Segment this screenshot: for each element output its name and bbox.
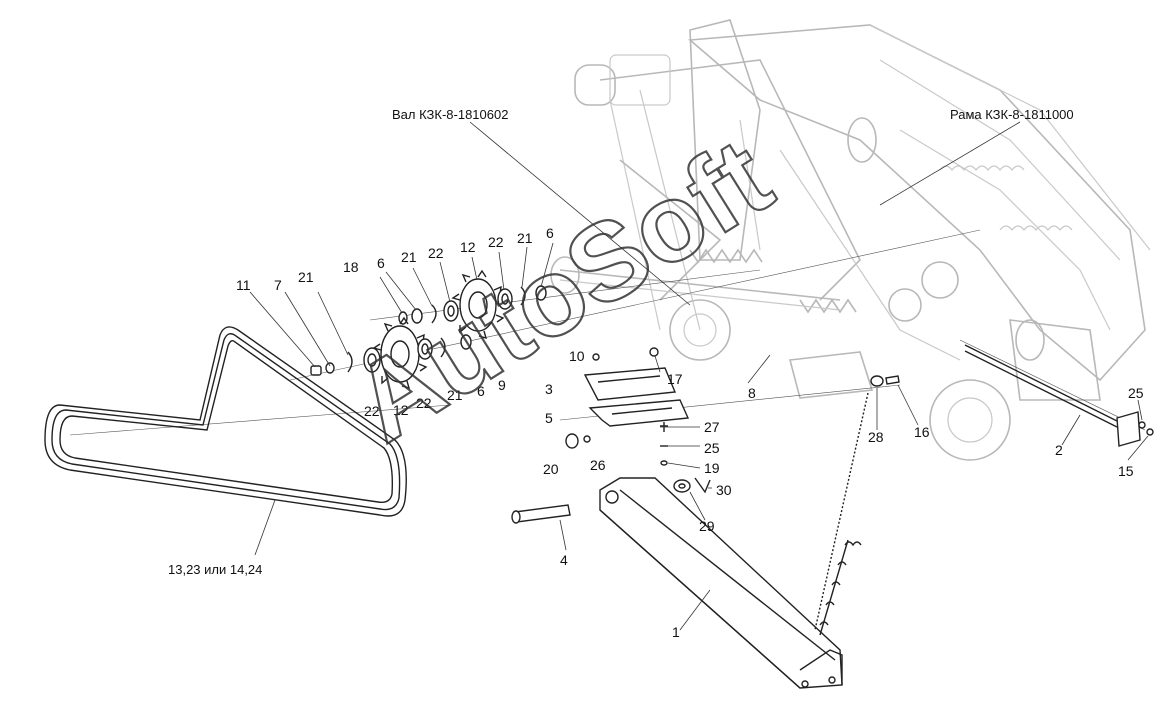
end-plate [1116,411,1141,447]
label-part: 25 [704,440,720,456]
label-part: 25 [1128,385,1144,401]
lever-arm-1 [599,477,843,689]
label-part: 26 [590,457,606,473]
bolt-16 [885,375,900,385]
label-part: 16 [914,424,930,440]
label-part: 17 [667,371,683,387]
rod-axis [959,339,1146,431]
label-part: 22 [416,395,432,411]
part-labels: 11 7 21 18 6 21 22 12 22 21 6 10 17 3 9 … [236,225,1144,640]
label-part: 4 [560,552,568,568]
label-part: 21 [517,230,533,246]
label-part: 2 [1055,442,1063,458]
label-part: 8 [748,385,756,401]
callout-frame: Рама КЗК-8-1811000 [950,107,1074,122]
ring-18 [398,311,408,325]
watermark: AutoSoft [333,115,792,465]
bearing-22-lower-a [363,347,381,373]
hardware [565,375,900,494]
bolt-10 [592,353,600,361]
circlip-21-lower-b [440,337,446,358]
ring-6-lower [460,334,472,350]
label-part: 28 [868,429,884,445]
callout-shaft: Вал КЗК-8-1810602 [392,107,508,122]
callout-belt: 13,23 или 14,24 [168,562,262,577]
rod-2 [964,344,1154,447]
nut-20 [565,433,579,449]
ring-6-upper [411,308,423,324]
lower-shaft-parts [310,316,472,390]
pin-19 [660,460,668,466]
belt-axis [69,404,451,436]
nut-17 [649,347,659,357]
label-part: 10 [569,348,585,364]
label-part: 30 [716,482,732,498]
bolt-15 [1146,428,1154,436]
frame-ghost [550,19,1151,461]
label-part: 5 [545,410,553,426]
label-part: 21 [298,269,314,285]
bracket-3 [583,367,677,401]
washer-7 [325,362,335,374]
pin-4 [511,504,571,524]
label-part: 11 [236,277,251,293]
label-part: 20 [543,461,559,477]
label-part: 9 [498,377,506,393]
bolt-11 [310,365,322,376]
washer-29 [673,479,691,493]
bearing-22-upper-b [497,288,513,310]
label-part: 19 [704,460,720,476]
label-part: 21 [401,249,417,265]
label-part: 15 [1118,463,1134,479]
sprocket-12-lower [372,316,428,390]
bearing-22-upper-a [443,300,459,322]
label-part: 22 [364,403,380,419]
bracket-5 [588,399,690,427]
label-part: 22 [428,245,444,261]
label-part: 22 [488,234,504,250]
label-part: 6 [377,255,385,271]
mount-brackets [583,347,690,427]
chain [814,392,869,636]
label-part: 18 [343,259,359,275]
label-part: 6 [546,225,554,241]
circlip-21-upper-b [520,286,526,306]
label-part: 12 [460,239,476,255]
sprocket-12-upper [451,269,505,340]
label-part: 1 [672,624,680,640]
washer-28 [870,375,884,387]
label-part: 12 [393,402,409,418]
label-part: 6 [477,383,485,399]
bearing-22-lower-b [417,338,433,360]
label-part: 27 [704,419,720,435]
label-part: 3 [545,381,553,397]
label-part: 29 [699,518,715,534]
upper-shaft-parts [398,269,547,340]
label-part: 7 [274,277,282,293]
nut-25-right [1138,421,1146,429]
shaft-axis-upper [369,269,761,321]
washer-26 [583,435,591,443]
circlip-21-upper-a [431,304,437,324]
circlip-21-lower-a [347,351,353,373]
label-part: 21 [447,387,463,403]
cotter-30 [694,477,711,494]
v-belt [44,326,407,517]
leader-lines [249,121,1149,631]
